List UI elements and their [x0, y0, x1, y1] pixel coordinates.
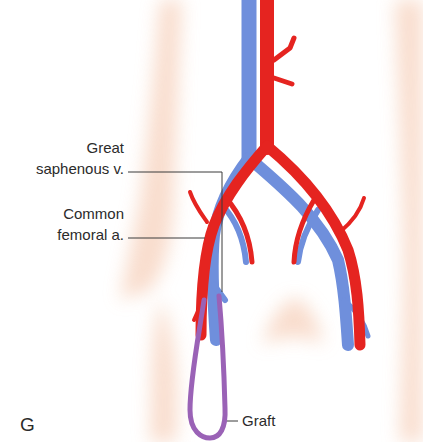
graft-label: Graft	[242, 412, 322, 430]
leader-line	[128, 238, 205, 239]
vessel-label: Common femoral a.	[24, 203, 124, 245]
leader-lines	[128, 172, 238, 421]
panel-letter: G	[20, 414, 60, 436]
leader-line	[227, 421, 238, 422]
veins	[213, 0, 368, 345]
graft-loop	[190, 296, 225, 438]
vessel-label: Great saphenous v.	[24, 137, 124, 179]
leader-line	[128, 172, 222, 292]
